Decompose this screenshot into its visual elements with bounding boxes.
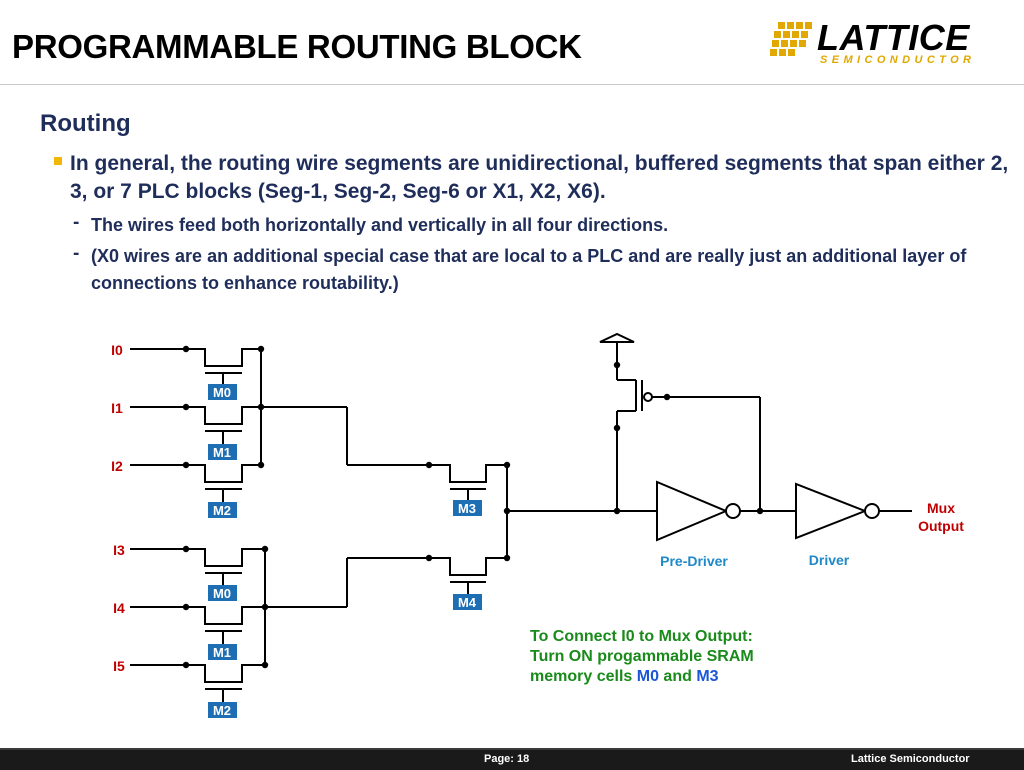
output-label-line1: Mux bbox=[927, 500, 955, 516]
routing-mux-diagram: M0 M1 M2 M0 M1 M2 M3 M4 I0 I1 I2 I3 I4 I… bbox=[111, 332, 964, 718]
note-cell-a: M0 bbox=[636, 668, 659, 685]
input-label-i5: I5 bbox=[113, 658, 125, 674]
cell-label: M1 bbox=[213, 645, 231, 660]
pre-driver-label: Pre-Driver bbox=[660, 553, 728, 569]
footer-page-number: Page: 18 bbox=[484, 753, 530, 765]
input-label-i1: I1 bbox=[111, 400, 123, 416]
cell-label: M1 bbox=[213, 445, 231, 460]
cell-label: M4 bbox=[458, 595, 477, 610]
cell-label: M3 bbox=[458, 501, 476, 516]
sram-cell-m1-top bbox=[208, 444, 237, 460]
input-label-i3: I3 bbox=[113, 542, 125, 558]
sram-cell-m2-bottom bbox=[208, 702, 237, 718]
connection-note: To Connect I0 to Mux Output: Turn ON pro… bbox=[530, 627, 754, 687]
sram-cell-m0-bottom bbox=[208, 585, 237, 601]
section-heading: Routing bbox=[40, 110, 131, 137]
sub-bullet-1: The wires feed both horizontally and ver… bbox=[91, 215, 669, 235]
lattice-logo: LATTICE SEMICONDUCTOR bbox=[770, 17, 1002, 66]
note-line-2: Turn ON progammable SRAM bbox=[530, 648, 754, 665]
cell-label: M2 bbox=[213, 503, 231, 518]
input-label-i4: I4 bbox=[113, 600, 125, 616]
sub-bullet-2: (X0 wires are an additional special case… bbox=[91, 246, 967, 293]
sram-cell-m1-bottom bbox=[208, 644, 237, 660]
footer-bar: Page: 18 Lattice Semiconductor bbox=[0, 748, 1024, 770]
bullet-text: In general, the routing wire segments ar… bbox=[70, 152, 1009, 203]
sub-bullet-dash: - bbox=[73, 212, 80, 233]
output-label-line2: Output bbox=[918, 518, 964, 534]
note-line-3: memory cells M0 and M3 bbox=[530, 667, 754, 687]
page-title: PROGRAMMABLE ROUTING BLOCK bbox=[12, 28, 582, 65]
cell-label: M2 bbox=[213, 703, 231, 718]
logo-subtitle: SEMICONDUCTOR bbox=[820, 54, 976, 66]
sram-cell-m4 bbox=[453, 594, 482, 610]
footer-company: Lattice Semiconductor bbox=[851, 753, 970, 765]
note-cell-b: M3 bbox=[696, 668, 719, 685]
cell-label: M0 bbox=[213, 586, 231, 601]
sram-cell-m0-top bbox=[208, 384, 237, 400]
note-line-1: To Connect I0 to Mux Output: bbox=[530, 628, 753, 645]
driver-label: Driver bbox=[809, 552, 850, 568]
title-divider bbox=[0, 84, 1024, 85]
bullet-marker bbox=[54, 157, 62, 165]
note-conj: and bbox=[663, 668, 692, 685]
input-label-i2: I2 bbox=[111, 458, 123, 474]
cell-label: M0 bbox=[213, 385, 231, 400]
logo-wordmark: LATTICE bbox=[817, 17, 970, 58]
input-label-i0: I0 bbox=[111, 342, 123, 358]
sram-cell-m3 bbox=[453, 500, 482, 516]
lattice-grid-icon bbox=[770, 22, 812, 56]
sub-bullet-dash: - bbox=[73, 243, 80, 264]
sram-cell-m2-top bbox=[208, 502, 237, 518]
note-prefix: memory cells bbox=[530, 668, 633, 685]
